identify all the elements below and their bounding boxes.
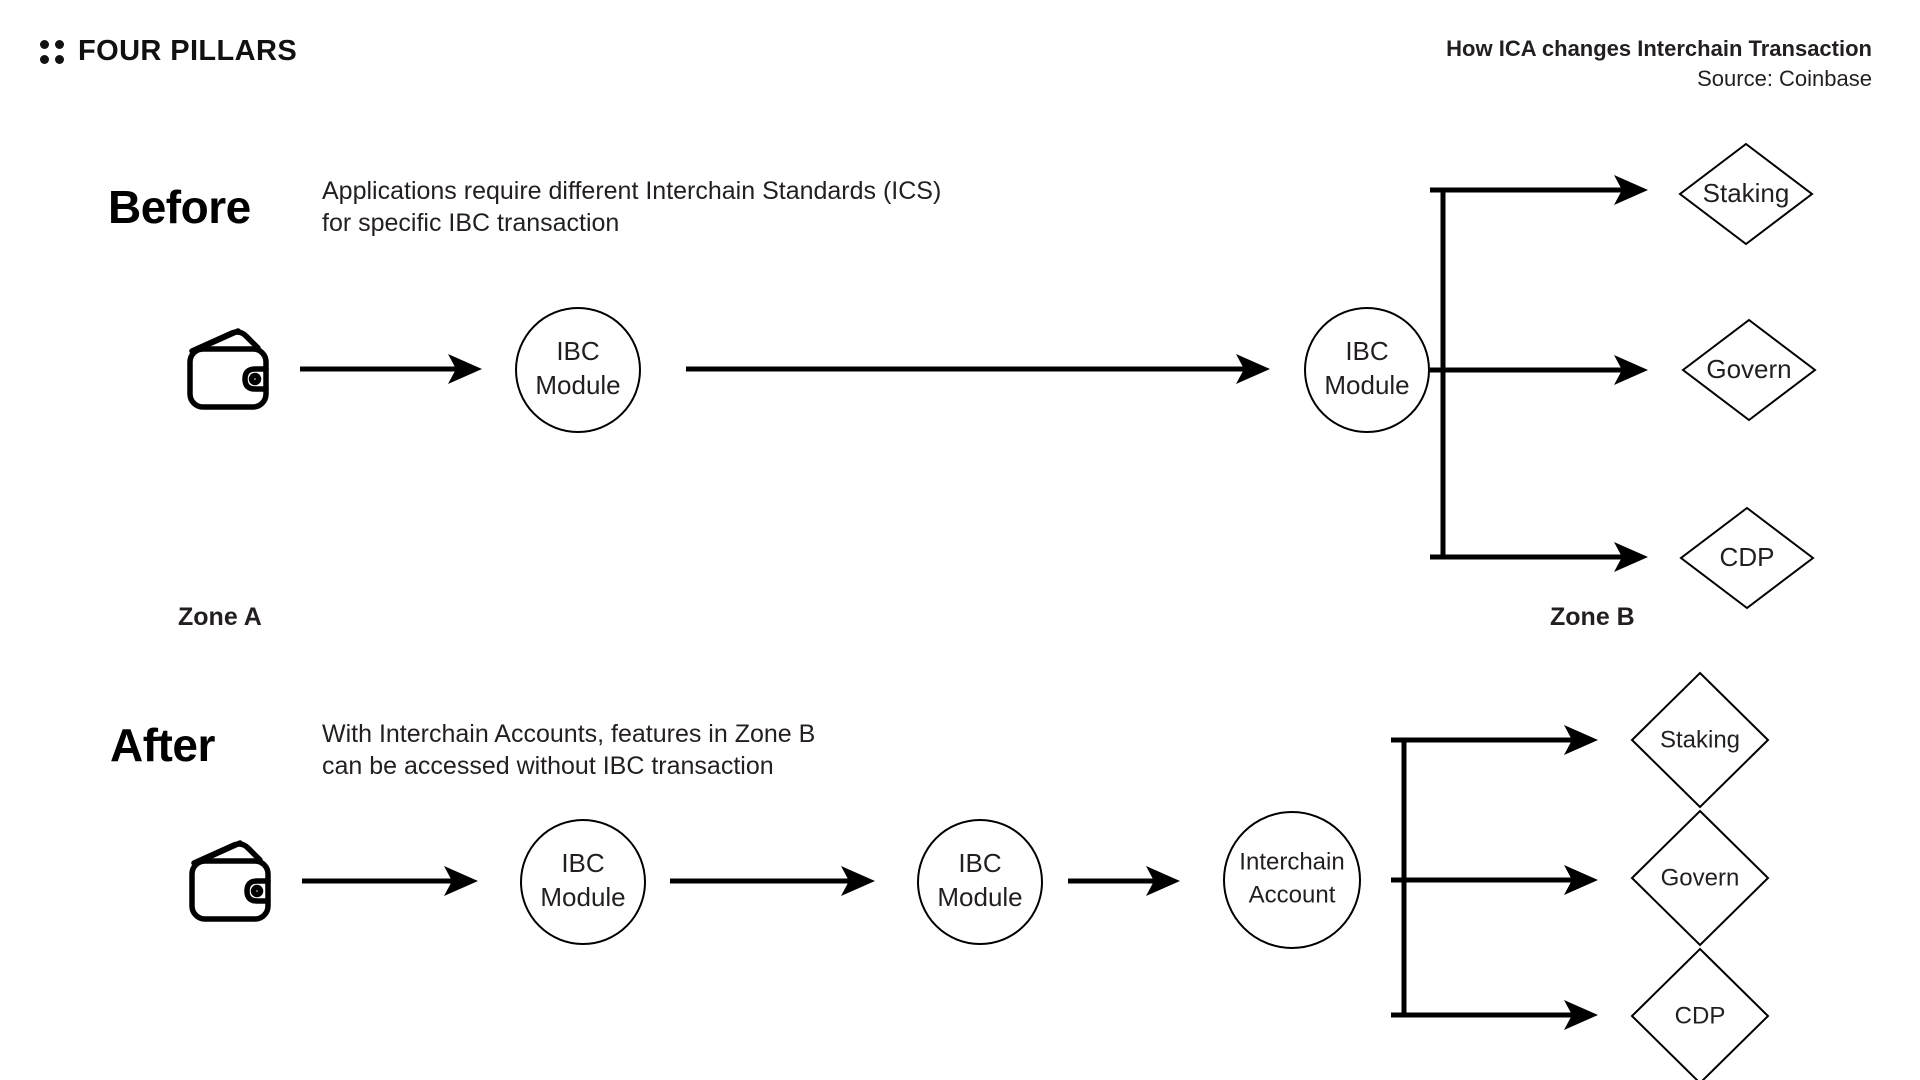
zone-b-label: Zone B bbox=[1550, 603, 1635, 631]
branch-connector-before bbox=[1430, 175, 1648, 572]
diamond-govern-before-label: Govern bbox=[1706, 354, 1791, 384]
node-interchain-account-line1: Interchain bbox=[1239, 848, 1344, 875]
diamond-cdp-after: CDP bbox=[1630, 947, 1770, 1080]
diamond-govern-after: Govern bbox=[1630, 809, 1770, 947]
arrow-module-a-to-module-b-before bbox=[686, 354, 1270, 384]
four-dots-grid-icon bbox=[40, 39, 64, 64]
diamond-staking-after-label: Staking bbox=[1660, 726, 1740, 753]
node-ibc-module-zone-b-after-line2: Module bbox=[937, 882, 1022, 912]
node-ibc-module-zone-b-before-line1: IBC bbox=[1345, 336, 1388, 366]
page-title: How ICA changes Interchain Transaction bbox=[1446, 36, 1872, 61]
zone-a-label: Zone A bbox=[178, 603, 262, 631]
node-interchain-account-line2: Account bbox=[1249, 881, 1336, 908]
source-attribution: Source: Coinbase bbox=[1697, 65, 1872, 91]
section-description-after-line2: can be accessed without IBC transaction bbox=[322, 752, 774, 780]
node-ibc-module-zone-a-after-line2: Module bbox=[540, 882, 625, 912]
node-ibc-module-zone-a-before-line2: Module bbox=[535, 370, 620, 400]
node-ibc-module-zone-b-before: IBC Module bbox=[1304, 307, 1430, 433]
arrow-module-b-to-ica-after bbox=[1068, 866, 1180, 896]
diamond-staking-before: Staking bbox=[1678, 142, 1814, 246]
node-ibc-module-zone-b-after: IBC Module bbox=[917, 819, 1043, 945]
header-meta: How ICA changes Interchain Transaction S… bbox=[1446, 34, 1872, 93]
diamond-staking-before-label: Staking bbox=[1703, 178, 1790, 208]
section-heading-before: Before bbox=[108, 181, 251, 233]
branch-connector-after bbox=[1391, 725, 1598, 1030]
before-flow-group: IBC Module IBC Module Staking bbox=[187, 142, 1817, 610]
diamond-govern-before: Govern bbox=[1681, 318, 1817, 422]
brand-logo: FOUR PILLARS bbox=[40, 35, 297, 68]
wallet-icon-after bbox=[189, 840, 271, 922]
section-description-before: Applications require different Interchai… bbox=[322, 175, 941, 239]
diamond-cdp-before-label: CDP bbox=[1720, 542, 1775, 572]
diamond-govern-after-label: Govern bbox=[1661, 864, 1740, 891]
section-heading-after: After bbox=[110, 719, 215, 771]
node-ibc-module-zone-b-after-line1: IBC bbox=[958, 848, 1001, 878]
arrow-module-a-to-module-b-after bbox=[670, 866, 875, 896]
arrow-wallet-to-module-after bbox=[302, 866, 478, 896]
section-description-after-line1: With Interchain Accounts, features in Zo… bbox=[322, 720, 816, 748]
wallet-icon-before bbox=[187, 328, 269, 410]
node-ibc-module-zone-b-before-line2: Module bbox=[1324, 370, 1409, 400]
diamond-staking-after: Staking bbox=[1630, 671, 1770, 809]
brand-wordmark: FOUR PILLARS bbox=[78, 35, 298, 67]
node-ibc-module-zone-a-before-line1: IBC bbox=[556, 336, 599, 366]
section-description-before-line2: for specific IBC transaction bbox=[322, 209, 620, 237]
node-ibc-module-zone-a-after-line1: IBC bbox=[561, 848, 604, 878]
arrow-wallet-to-module-before bbox=[300, 354, 482, 384]
section-description-after: With Interchain Accounts, features in Zo… bbox=[322, 718, 815, 782]
section-description-before-line1: Applications require different Interchai… bbox=[322, 177, 942, 205]
node-ibc-module-zone-a-before: IBC Module bbox=[515, 307, 641, 433]
after-flow-group: IBC Module IBC Module Interchain Account bbox=[189, 671, 1770, 1080]
diamond-cdp-before: CDP bbox=[1679, 506, 1815, 610]
node-interchain-account: Interchain Account bbox=[1223, 811, 1361, 949]
diamond-cdp-after-label: CDP bbox=[1675, 1002, 1726, 1029]
node-ibc-module-zone-a-after: IBC Module bbox=[520, 819, 646, 945]
